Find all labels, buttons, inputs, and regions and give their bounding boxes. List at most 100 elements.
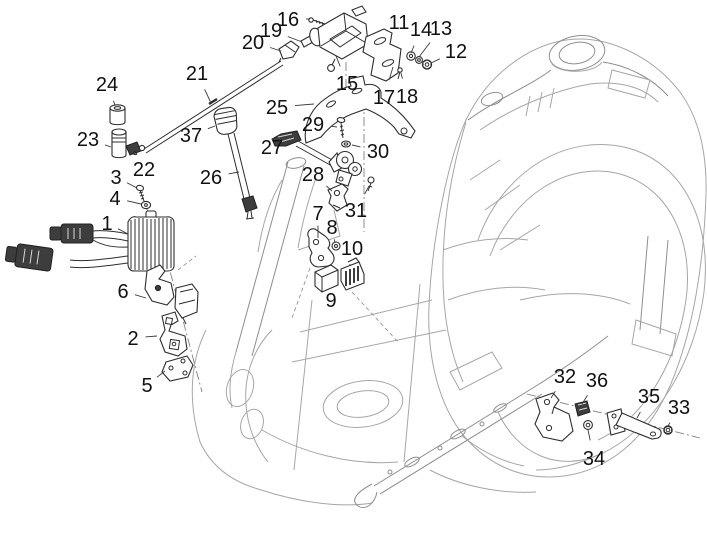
part-label-33: 33 xyxy=(667,397,690,427)
part-34-washer-art xyxy=(583,420,593,430)
svg-text:25: 25 xyxy=(266,97,288,119)
part-label-29: 29 xyxy=(302,114,338,136)
svg-text:11: 11 xyxy=(389,12,410,34)
part-35-arm-bracket-art xyxy=(606,408,662,440)
part-9-relay-art xyxy=(314,264,339,293)
part-label-16: 16 xyxy=(277,9,310,31)
part-7-bracket-art xyxy=(307,228,335,268)
svg-text:30: 30 xyxy=(367,141,389,163)
svg-text:17: 17 xyxy=(373,87,395,109)
part-29-screw-art xyxy=(336,116,346,139)
part-11-coil-bracket-art xyxy=(362,28,402,82)
part-21-cable-art xyxy=(143,60,284,154)
svg-text:31: 31 xyxy=(345,200,367,222)
part-16-screw-art xyxy=(308,17,326,26)
part-label-36: 36 xyxy=(581,370,608,405)
part-label-14: 14 xyxy=(410,19,432,54)
part-label-28: 28 xyxy=(302,164,333,192)
part-label-4: 4 xyxy=(109,188,142,210)
svg-text:19: 19 xyxy=(260,20,282,42)
svg-text:20: 20 xyxy=(242,32,264,54)
svg-text:23: 23 xyxy=(77,129,99,151)
svg-text:37: 37 xyxy=(180,125,202,147)
part-label-19: 19 xyxy=(260,20,303,43)
part-label-20: 20 xyxy=(242,32,282,54)
svg-text:36: 36 xyxy=(586,370,608,392)
linkage-body-art xyxy=(328,150,363,187)
svg-text:27: 27 xyxy=(261,137,283,159)
part-label-22: 22 xyxy=(133,152,155,181)
svg-text:2: 2 xyxy=(127,328,138,350)
svg-text:22: 22 xyxy=(133,159,155,181)
part-13-spring-washer-art xyxy=(415,56,423,64)
svg-text:21: 21 xyxy=(186,63,208,85)
part-37-rubber-boot-art xyxy=(213,106,238,135)
part-5-plate-art xyxy=(161,355,194,382)
svg-text:3: 3 xyxy=(110,167,121,189)
part-label-3: 3 xyxy=(110,167,138,189)
part-23-spark-plug-cap-art xyxy=(111,128,127,159)
part-4-washer-art xyxy=(140,200,152,210)
part-20-cable-end-cap-art xyxy=(278,40,300,63)
part-label-37: 37 xyxy=(180,125,216,147)
svg-text:33: 33 xyxy=(668,397,690,419)
scooter-frame-art xyxy=(191,35,707,508)
part-label-11: 11 xyxy=(389,12,410,40)
svg-text:34: 34 xyxy=(583,448,605,470)
svg-text:6: 6 xyxy=(117,281,128,303)
svg-text:29: 29 xyxy=(302,114,324,136)
svg-text:35: 35 xyxy=(638,386,660,408)
svg-text:18: 18 xyxy=(396,86,418,108)
svg-text:13: 13 xyxy=(430,18,452,40)
part-label-34: 34 xyxy=(583,429,605,470)
part-label-12: 12 xyxy=(430,41,467,64)
part-label-32: 32 xyxy=(550,366,576,399)
part-label-5: 5 xyxy=(141,370,166,397)
part-28-bracket-art xyxy=(327,183,349,212)
part-32-bracket-art xyxy=(534,392,574,442)
part-31-bolt-art xyxy=(367,176,375,192)
part-30-washer-art xyxy=(341,140,351,148)
part-label-21: 21 xyxy=(186,63,212,104)
svg-text:32: 32 xyxy=(554,366,576,388)
part-24-rubber-cap-art xyxy=(109,104,126,126)
svg-text:1: 1 xyxy=(101,213,112,235)
part-label-26: 26 xyxy=(200,167,240,189)
part-3-screw-art xyxy=(135,184,145,202)
part-12-nut-art xyxy=(421,59,433,70)
part-label-18: 18 xyxy=(396,72,418,108)
part-label-13: 13 xyxy=(418,18,452,58)
part-14-washer-art xyxy=(406,51,416,61)
part-1-voltage-regulator-art xyxy=(4,210,175,272)
svg-text:26: 26 xyxy=(200,167,222,189)
svg-text:5: 5 xyxy=(141,375,152,397)
part-label-7: 7 xyxy=(312,203,324,238)
part-label-27: 27 xyxy=(261,137,290,159)
part-label-23: 23 xyxy=(77,129,112,151)
svg-text:14: 14 xyxy=(410,19,432,41)
part-label-30: 30 xyxy=(351,141,389,163)
part-label-2: 2 xyxy=(127,328,158,350)
part-25-support-bracket-art xyxy=(304,75,416,144)
part-27-cable-connector-art xyxy=(271,130,335,167)
part-label-31: 31 xyxy=(345,185,370,222)
part-18-screw-art xyxy=(397,67,403,80)
svg-text:12: 12 xyxy=(445,41,467,63)
part-label-25: 25 xyxy=(266,97,315,119)
part-10-connector-art xyxy=(340,257,365,291)
svg-text:4: 4 xyxy=(109,188,120,210)
svg-text:8: 8 xyxy=(326,217,337,239)
part-label-9: 9 xyxy=(324,288,337,312)
part-6-bracket-art xyxy=(144,264,199,325)
part-label-10: 10 xyxy=(341,238,363,266)
part-33-nut-art xyxy=(663,425,673,435)
part-22-elbow-fitting-art xyxy=(125,141,146,156)
part-label-8: 8 xyxy=(326,217,338,244)
part-label-24: 24 xyxy=(96,74,118,106)
svg-text:7: 7 xyxy=(312,203,323,225)
part-label-1: 1 xyxy=(101,213,129,235)
part-label-6: 6 xyxy=(117,281,147,303)
